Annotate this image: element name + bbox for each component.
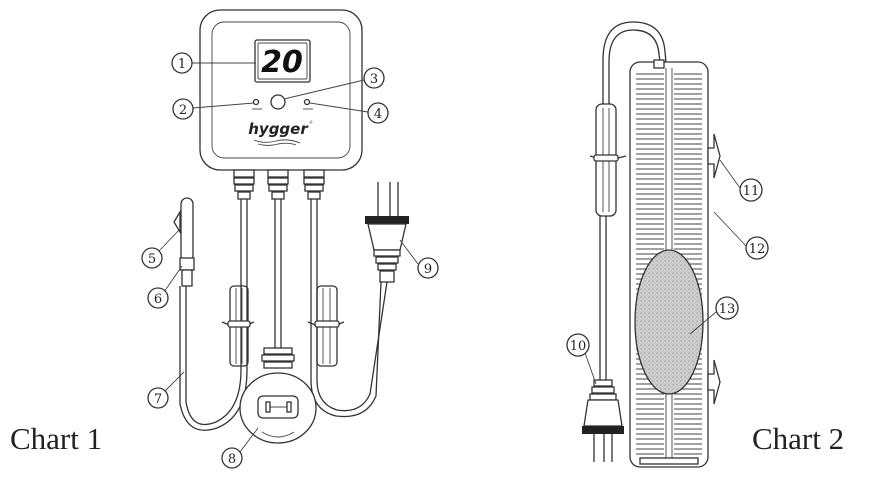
controller-body — [199, 9, 363, 171]
socket-body — [239, 372, 317, 444]
leader-3 — [283, 79, 365, 100]
probe-tube — [180, 197, 194, 263]
output-socket — [239, 347, 317, 444]
svg-text:2: 2 — [179, 103, 187, 118]
chart1-caption: Chart 1 — [10, 421, 102, 456]
callout-2: 2 — [172, 98, 194, 120]
callout-5: 5 — [141, 247, 163, 269]
leader-8 — [239, 427, 259, 453]
leader-2 — [192, 102, 255, 109]
plug-head-band — [365, 216, 409, 224]
svg-text:9: 9 — [424, 262, 432, 277]
svg-text:12: 12 — [749, 242, 766, 257]
probe-ring — [179, 257, 195, 271]
svg-text:8: 8 — [228, 452, 236, 467]
leader-4 — [309, 102, 369, 113]
cable-tie-chart2 — [593, 154, 619, 162]
chart2-heater — [602, 21, 721, 468]
display-value: 20 — [261, 45, 303, 80]
chart1-cables — [179, 199, 388, 431]
suction-cup-bottom — [707, 359, 721, 405]
callout-6: 6 — [147, 287, 169, 309]
strain-relief-left — [233, 169, 255, 200]
callout-13: 13 — [715, 296, 739, 320]
power-plug-chart2 — [582, 379, 624, 462]
svg-text:11: 11 — [743, 184, 760, 199]
leader-13 — [689, 311, 717, 335]
callout-9: 9 — [417, 257, 439, 279]
chart2-caption: Chart 2 — [752, 421, 844, 456]
power-plug-chart1 — [365, 182, 409, 283]
leader-12 — [713, 211, 747, 247]
probe-suction-cup — [173, 209, 181, 235]
callout-11: 11 — [739, 178, 763, 202]
strain-reliefs — [233, 169, 325, 200]
leader-9 — [399, 239, 419, 265]
leader-5 — [157, 227, 182, 253]
temperature-display — [254, 39, 311, 83]
callout-7: 7 — [147, 387, 169, 409]
svg-text:10: 10 — [570, 339, 587, 354]
svg-text:1: 1 — [178, 57, 186, 72]
callout-8: 8 — [221, 447, 243, 469]
svg-text:3: 3 — [370, 72, 378, 87]
svg-text:13: 13 — [719, 302, 736, 317]
strain-relief-right — [303, 169, 325, 200]
brand-logo: hygger — [248, 120, 309, 138]
svg-text:7: 7 — [154, 392, 162, 407]
chart2-cable — [589, 103, 627, 380]
suction-cup-top — [707, 133, 721, 179]
callout-3: 3 — [363, 67, 385, 89]
svg-text:4: 4 — [374, 107, 382, 122]
leader-10 — [583, 349, 597, 385]
plug-body — [367, 223, 407, 251]
strain-relief-middle — [267, 169, 289, 200]
callout-1: 1 — [171, 52, 193, 74]
plug2-body — [583, 399, 623, 427]
heat-indicator-led — [252, 98, 260, 106]
plug2-head-band — [582, 426, 624, 434]
brand-swoosh — [253, 139, 301, 144]
callout-4: 4 — [367, 102, 389, 124]
leader-7 — [163, 371, 185, 393]
svg-text:5: 5 — [148, 252, 156, 267]
work-indicator-led — [303, 98, 311, 106]
svg-text:6: 6 — [154, 292, 162, 307]
cable-tie-right — [314, 320, 340, 328]
callouts: 1 2 3 4 5 6 7 8 — [141, 52, 769, 469]
chart1-controller: 20 hygger ® — [199, 9, 363, 171]
callout-12: 12 — [745, 236, 769, 260]
socket-face — [257, 395, 299, 419]
leader-11 — [719, 159, 741, 189]
cable-tie-left — [227, 320, 251, 328]
heater-top-cap — [653, 59, 665, 69]
brand-registered-mark: ® — [309, 120, 313, 125]
leader-6 — [163, 265, 183, 293]
controller-face — [211, 21, 351, 159]
callout-10: 10 — [566, 333, 590, 357]
leader-lines — [157, 62, 747, 453]
set-button — [270, 94, 286, 110]
temperature-probe — [173, 197, 195, 287]
heating-element — [634, 249, 704, 395]
